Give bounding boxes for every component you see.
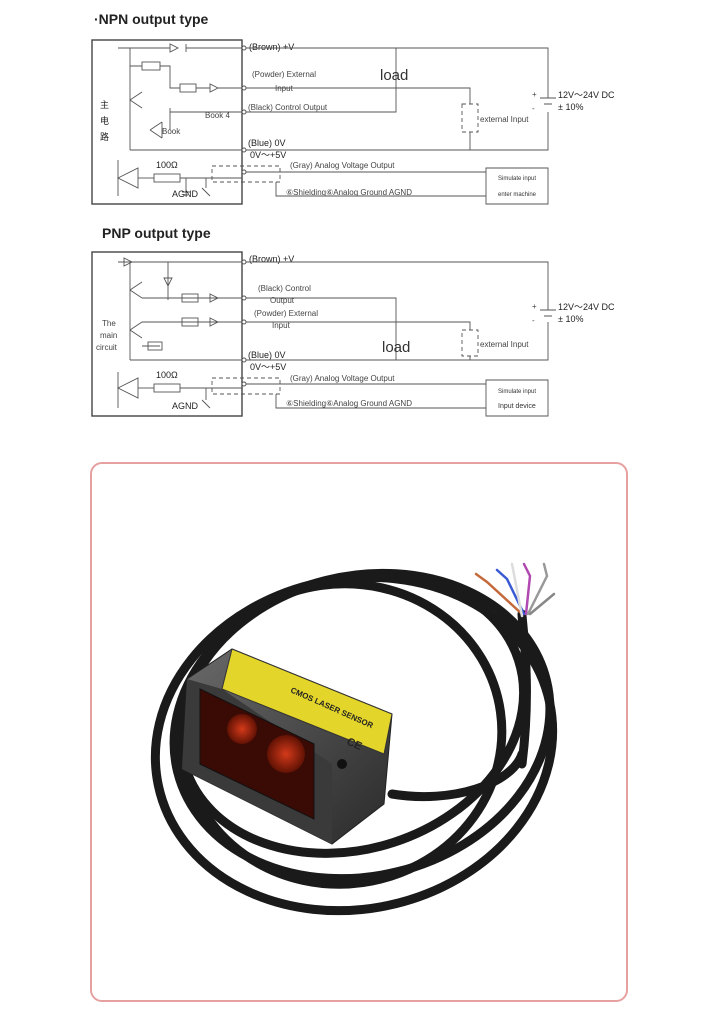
svg-text:+: + <box>532 90 537 99</box>
pnp-title: PNP output type <box>102 225 211 241</box>
npn-brown-label: (Brown) +V <box>249 42 294 52</box>
npn-blue-label: (Blue) 0V <box>248 138 286 148</box>
svg-text:主: 主 <box>100 99 109 110</box>
pnp-sim1-label: Simulate input <box>498 389 536 395</box>
npn-book4-label: Book 4 <box>205 111 230 120</box>
npn-black-label: (Black) Control Output <box>248 103 328 112</box>
npn-external-input-label: external Input <box>480 115 529 124</box>
pnp-main-circuit-label: The main circuit <box>96 319 118 352</box>
pnp-internal-schematic <box>116 257 242 409</box>
pnp-gray-label: (Gray) Analog Voltage Output <box>290 374 395 383</box>
npn-circuit-frame <box>91 39 243 205</box>
pnp-black-label-2: Output <box>270 296 295 305</box>
npn-range-label: 0V～+5V <box>250 150 286 160</box>
npn-sim2-label: enter machine <box>498 192 537 198</box>
sensor-body <box>181 648 393 845</box>
npn-main-circuit-label: 主 电 路 <box>100 99 109 142</box>
npn-pink-label-2: Input <box>275 84 294 93</box>
npn-resistor-label: 100Ω <box>156 160 178 170</box>
npn-pink-label: (Powder) External <box>252 70 316 79</box>
pnp-brown-label: (Brown) +V <box>249 254 294 264</box>
svg-text:main: main <box>100 331 117 340</box>
npn-tolerance-label: ± 10% <box>558 102 583 112</box>
ce-mark: CE <box>345 736 364 753</box>
pnp-supply-label: 12V～24V DC <box>558 302 615 312</box>
npn-agnd-label: AGND <box>172 189 199 199</box>
svg-text:电: 电 <box>100 115 109 126</box>
pnp-external-input-label: external Input <box>480 340 529 349</box>
wire-ends <box>474 562 556 618</box>
pnp-agnd-label: AGND <box>172 401 199 411</box>
npn-gray-label: (Gray) Analog Voltage Output <box>290 161 395 170</box>
npn-shield-label: ⑥Shielding⑥Analog Ground AGND <box>286 188 412 197</box>
pnp-black-label: (Black) Control <box>258 284 311 293</box>
pnp-pink-label: (Powder) External <box>254 309 318 318</box>
pnp-terminals <box>241 259 247 387</box>
pnp-resistor-label: 100Ω <box>156 370 178 380</box>
npn-title: ·NPN output type <box>94 11 209 27</box>
svg-text:路: 路 <box>100 131 109 142</box>
pnp-pink-label-2: Input <box>272 321 291 330</box>
pnp-blue-label: (Blue) 0V <box>248 350 286 360</box>
pnp-tolerance-label: ± 10% <box>558 314 583 324</box>
pnp-circuit-frame <box>91 251 243 417</box>
wiring-diagrams: ·NPN output type 主 电 路 100Ω AGND Book 4 … <box>91 11 615 417</box>
npn-sim1-label: Simulate input <box>498 176 536 182</box>
pnp-sim2-label: Input device <box>498 403 536 410</box>
npn-supply-label: 12V～24V DC <box>558 90 615 100</box>
pnp-external-wiring <box>211 261 556 417</box>
laser-sensor-photo: CMOS LASER SENSOR CE <box>150 562 558 916</box>
npn-external-wiring <box>211 47 556 205</box>
npn-load-label: load <box>380 67 408 84</box>
svg-text:-: - <box>532 104 535 113</box>
svg-text:The: The <box>102 319 116 328</box>
svg-text:circuit: circuit <box>96 343 118 352</box>
npn-book-label: Book <box>162 127 181 136</box>
pnp-shield-label: ⑥Shielding⑥Analog Ground AGND <box>286 399 412 408</box>
pnp-range-label: 0V～+5V <box>250 362 286 372</box>
pnp-load-label: load <box>382 339 410 356</box>
npn-internal-schematic <box>116 43 242 197</box>
product-photo-frame: CMOS LASER SENSOR CE <box>90 462 628 1002</box>
svg-text:+: + <box>532 302 537 311</box>
svg-text:-: - <box>532 316 535 325</box>
